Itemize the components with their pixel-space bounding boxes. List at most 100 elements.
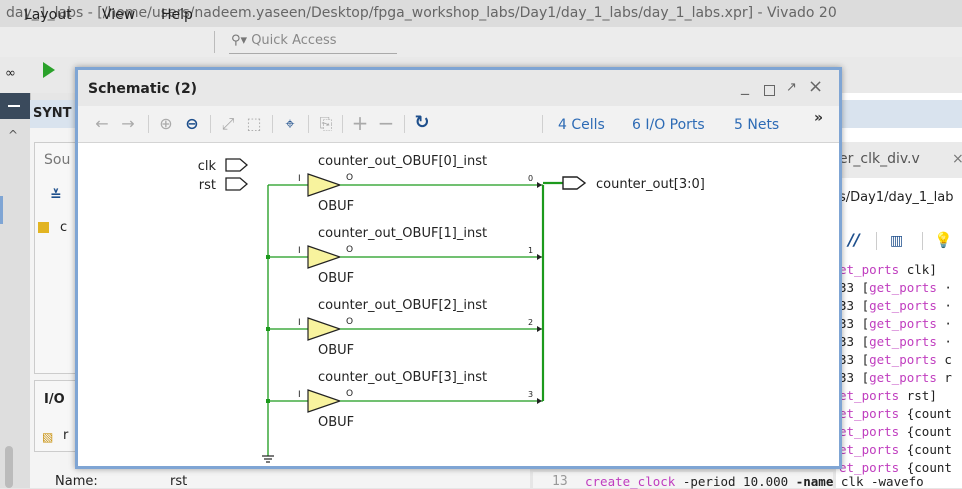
pin-label: I — [298, 390, 301, 400]
lightbulb-icon[interactable]: 💡 — [934, 231, 953, 249]
schematic-titlebar[interactable] — [78, 70, 839, 106]
toolbar-divider — [542, 115, 543, 133]
toolbar-divider — [272, 115, 273, 133]
bus-ripper — [537, 398, 542, 404]
code-line: 33 [get_ports · — [839, 298, 952, 313]
synth-band — [836, 100, 962, 128]
zoom-area-icon[interactable]: ⬚ — [246, 114, 262, 133]
cells-link[interactable]: 4 Cells — [558, 117, 605, 133]
bottom-code-line: create_clock -period 10.000 -name clk -w… — [585, 474, 924, 489]
scrollbar[interactable] — [5, 446, 13, 488]
pin-label: O — [346, 317, 353, 327]
input-port-label: rst — [199, 178, 216, 193]
more-icon[interactable]: » — [814, 110, 824, 126]
buffer-instance-name: counter_out_OBUF[3]_inst — [318, 370, 487, 385]
expand-icon[interactable]: + — [351, 111, 369, 135]
io-tab[interactable]: I/O — [44, 392, 65, 407]
code-line: et_ports {count — [839, 424, 952, 439]
buffer-type: OBUF — [318, 199, 354, 214]
close-icon[interactable]: × — [808, 76, 824, 97]
file-icon — [38, 222, 49, 233]
bus-bit-label: 1 — [528, 246, 533, 255]
code-line: et_ports {count — [839, 406, 952, 421]
pin-label: I — [298, 318, 301, 328]
close-tab-icon[interactable]: × — [952, 151, 962, 167]
binoculars-icon[interactable]: ∞ — [5, 66, 16, 81]
collapse-all-icon[interactable]: ≚ — [50, 188, 62, 204]
collapse-button[interactable] — [0, 93, 30, 119]
back-icon[interactable]: ← — [95, 114, 109, 133]
chevron-up-icon[interactable]: ^ — [8, 128, 19, 142]
output-port-symbol — [562, 176, 587, 190]
io-panel — [34, 380, 78, 452]
output-port-label: counter_out[3:0] — [596, 177, 705, 192]
target-icon[interactable]: ⌖ — [285, 114, 295, 133]
input-port-label: clk — [198, 159, 217, 174]
toolbar-divider — [308, 115, 309, 133]
source-item[interactable]: c — [60, 220, 68, 235]
input-port-symbol — [225, 158, 248, 172]
synth-header: SYNT — [30, 100, 82, 128]
maximize-icon[interactable] — [764, 85, 775, 96]
zoom-out-icon[interactable]: ⊖ — [185, 114, 199, 133]
refresh-icon[interactable]: ↻ — [414, 112, 430, 133]
cell-icon[interactable]: ⎘ — [319, 114, 333, 133]
menu-view[interactable]: View — [102, 7, 136, 23]
input-port-symbol — [225, 177, 248, 191]
code-line: 33 [get_ports c — [839, 352, 952, 367]
quick-access-input[interactable]: ⚲▾ Quick Access — [229, 32, 397, 54]
bus-bit-label: 0 — [528, 174, 533, 183]
bus-ripper — [537, 254, 542, 260]
editor-tabbar — [836, 142, 962, 178]
io-ports-link[interactable]: 6 I/O Ports — [632, 117, 705, 133]
buffer-instance-name: counter_out_OBUF[1]_inst — [318, 226, 487, 241]
pin-label: O — [346, 173, 353, 183]
sources-tab[interactable]: Sou — [44, 152, 71, 168]
bus-bit-label: 2 — [528, 318, 533, 327]
buffer-instance-name: counter_out_OBUF[0]_inst — [318, 154, 487, 169]
schematic-window[interactable]: Schematic (2) _ ↗ × ← → ⊕ ⊖ ⤢ ⬚ ⌖ ⎘ + − … — [75, 67, 842, 469]
collapse-icon[interactable]: − — [377, 111, 395, 135]
bus-bit-label: 3 — [528, 390, 533, 399]
io-item[interactable]: r — [63, 428, 69, 443]
zoom-fit-icon[interactable]: ⤢ — [221, 114, 235, 133]
columns-icon[interactable]: ▥ — [890, 233, 904, 249]
menu-help[interactable]: Help — [161, 7, 193, 23]
buffer-symbol — [307, 173, 342, 197]
bus-ripper — [537, 182, 542, 188]
code-line: et_ports {count — [839, 460, 952, 475]
menu-layout[interactable]: Layout — [24, 7, 72, 23]
editor-gutter — [533, 472, 833, 488]
zoom-in-icon[interactable]: ⊕ — [159, 114, 173, 133]
code-line: 33 [get_ports · — [839, 316, 952, 331]
schematic-title: Schematic (2) — [88, 81, 198, 97]
editor-toolbar-divider — [876, 232, 877, 250]
forward-icon[interactable]: → — [121, 114, 135, 133]
float-icon[interactable]: ↗ — [786, 80, 797, 95]
pin-label: O — [346, 245, 353, 255]
toolbar-divider — [404, 115, 405, 133]
net-junction — [266, 327, 270, 331]
toolbar-divider — [342, 115, 343, 133]
pin-label: I — [298, 246, 301, 256]
editor-path: s/Day1/day_1_lab — [839, 190, 954, 205]
code-line: 33 [get_ports r — [839, 370, 952, 385]
port-icon: ▧ — [42, 430, 54, 444]
buffer-symbol — [307, 389, 342, 413]
schematic-toolbar — [78, 106, 839, 143]
toolbar-divider — [210, 115, 211, 133]
run-icon[interactable] — [43, 62, 55, 78]
menu-divider — [214, 31, 215, 53]
net-junction — [266, 255, 270, 259]
bus-ripper — [537, 326, 542, 332]
buffer-instance-name: counter_out_OBUF[2]_inst — [318, 298, 487, 313]
minimize-icon[interactable]: _ — [741, 76, 749, 95]
code-line: et_ports {count — [839, 442, 952, 457]
editor-tab[interactable]: er_clk_div.v — [839, 151, 920, 167]
buffer-symbol — [307, 317, 342, 341]
code-line: 33 [get_ports · — [839, 334, 952, 349]
nets-link[interactable]: 5 Nets — [734, 117, 780, 133]
comment-icon[interactable]: // — [848, 230, 860, 249]
toolbar-divider — [148, 115, 149, 133]
